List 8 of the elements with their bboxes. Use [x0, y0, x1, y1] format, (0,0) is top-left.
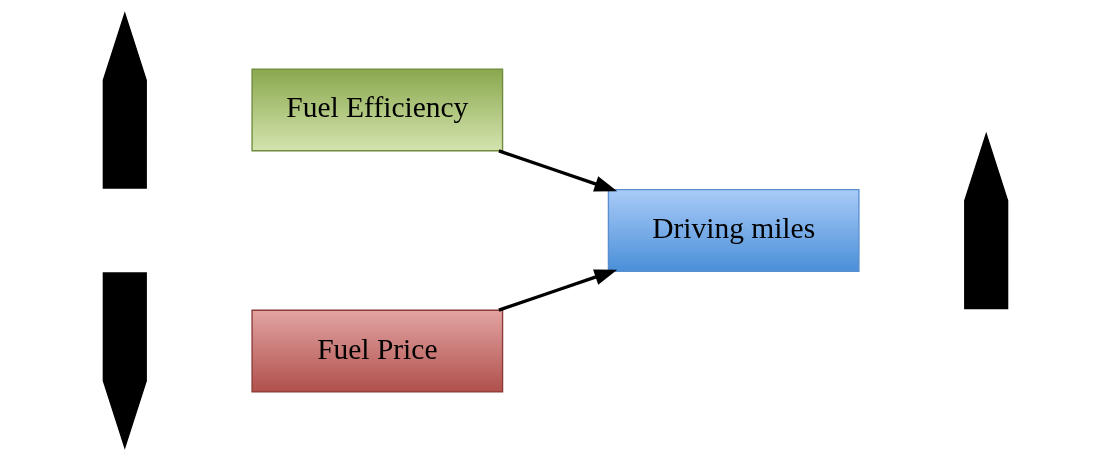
- node-box: Fuel Price: [251, 309, 504, 393]
- node-box: Driving miles: [607, 188, 860, 273]
- node-arrow: [964, 131, 1009, 310]
- node-arrow: [102, 11, 147, 189]
- arrow: [498, 149, 618, 192]
- arrow: [498, 269, 618, 312]
- node-arrow: [102, 272, 147, 450]
- node-box: Fuel Efficiency: [251, 68, 504, 152]
